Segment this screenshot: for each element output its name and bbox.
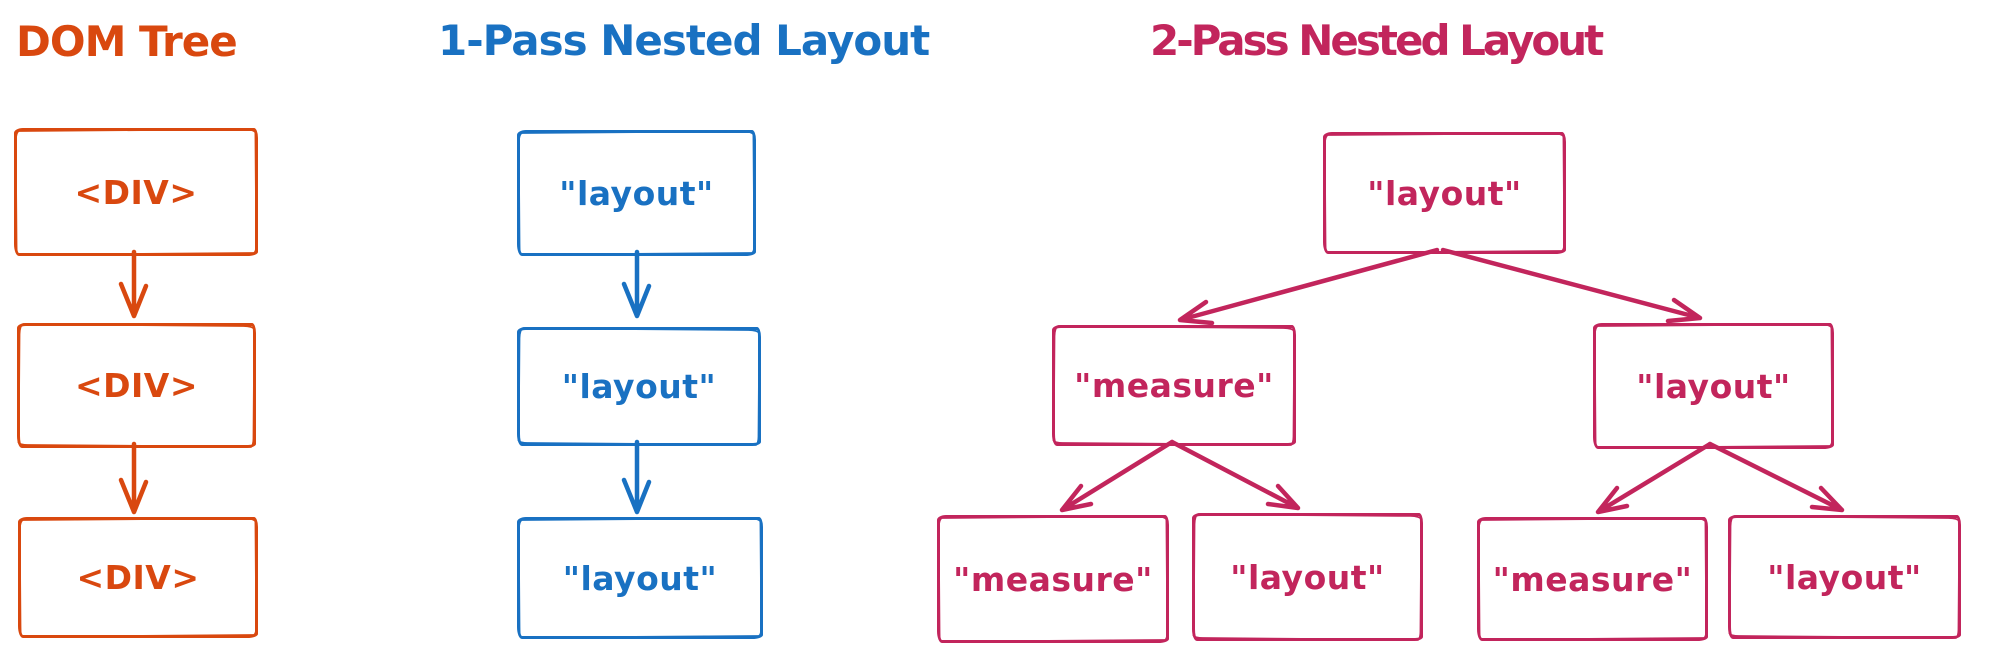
one-pass-title: 1-Pass Nested Layout [438, 16, 930, 65]
two-pass-leaf-measure-2-node: "measure" [1477, 517, 1708, 641]
two-pass-child-layout-node: "layout" [1593, 323, 1834, 449]
two-pass-child-layout-label: "layout" [1636, 366, 1791, 406]
dom-tree-node-3-label: <DIV> [76, 558, 200, 597]
one-pass-node-1: "layout" [517, 130, 756, 256]
two-pass-child-measure-node: "measure" [1052, 325, 1296, 446]
dom-tree-title: DOM Tree [16, 17, 238, 66]
arrow-twopass-root-measure [1177, 247, 1440, 326]
two-pass-title: 2-Pass Nested Layout [1150, 16, 1604, 65]
two-pass-leaf-measure-1-label: "measure" [953, 559, 1153, 599]
dom-tree-node-1-label: <DIV> [74, 172, 198, 212]
two-pass-root-node: "layout" [1323, 132, 1566, 254]
arrow-twopass-root-layout [1440, 247, 1703, 324]
one-pass-node-2-label: "layout" [561, 367, 717, 406]
arrow-twopass-layout-layout [1707, 441, 1845, 513]
two-pass-root-label: "layout" [1367, 173, 1522, 213]
two-pass-child-measure-label: "measure" [1074, 366, 1274, 405]
dom-tree-node-2-label: <DIV> [74, 366, 198, 405]
two-pass-leaf-measure-1-node: "measure" [937, 515, 1169, 643]
arrow-onepass-2-3 [621, 439, 652, 515]
one-pass-node-1-label: "layout" [559, 173, 714, 213]
two-pass-leaf-layout-2-label: "layout" [1767, 557, 1922, 597]
dom-tree-node-2: <DIV> [17, 323, 256, 448]
dom-tree-node-1: <DIV> [14, 128, 258, 256]
two-pass-leaf-layout-1-label: "layout" [1230, 557, 1385, 597]
two-pass-leaf-layout-2-node: "layout" [1728, 515, 1961, 639]
one-pass-node-3-label: "layout" [562, 558, 718, 598]
one-pass-node-2: "layout" [517, 327, 761, 446]
arrow-dom-1-2 [118, 249, 149, 319]
arrow-dom-2-3 [118, 441, 149, 515]
one-pass-node-3: "layout" [517, 517, 763, 639]
dom-tree-node-3: <DIV> [18, 517, 258, 638]
two-pass-leaf-measure-2-label: "measure" [1492, 559, 1693, 599]
arrow-twopass-layout-measure [1595, 441, 1713, 515]
arrow-twopass-measure-layout [1169, 439, 1301, 511]
arrow-twopass-measure-measure [1059, 439, 1175, 513]
two-pass-leaf-layout-1-node: "layout" [1192, 513, 1423, 641]
arrow-onepass-1-2 [621, 249, 652, 319]
